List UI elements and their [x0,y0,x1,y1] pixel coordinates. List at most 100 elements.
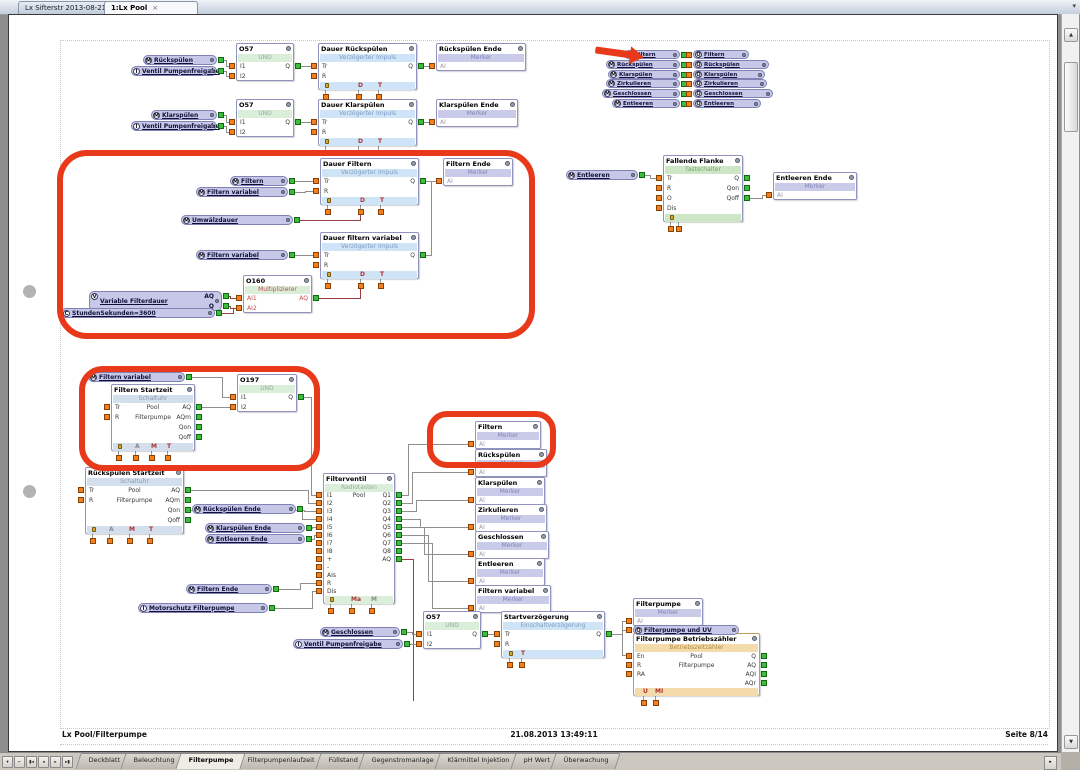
input-pin[interactable] [436,178,442,184]
input-pin[interactable] [626,652,632,659]
input-pin[interactable] [133,455,139,461]
input-pin[interactable] [78,497,84,503]
input-pin[interactable] [316,492,322,498]
output-pin[interactable] [396,556,402,562]
sheet-tab-kl-rmittel-injektion[interactable]: Klärmittel Injektion [434,753,522,769]
info-icon[interactable] [286,46,291,51]
input-pin[interactable] [468,441,474,447]
output-pin[interactable] [269,605,275,611]
output-pin[interactable] [196,404,202,410]
input-pin[interactable] [229,129,235,135]
input-pin[interactable] [468,497,474,503]
input-pin[interactable] [316,540,322,546]
input-pin[interactable] [316,556,322,562]
input-pin[interactable] [311,129,317,135]
input-pin[interactable] [104,404,110,410]
output-pin[interactable] [216,310,222,316]
input-pin[interactable] [468,524,474,530]
tab-list-dropdown-icon[interactable]: ▾ [1072,2,1076,10]
sheet-nav-button-0[interactable]: ▾ [2,756,13,768]
output-pin[interactable] [295,119,301,125]
output-pin[interactable] [185,517,191,523]
input-pin[interactable] [313,252,319,258]
output-pin[interactable] [744,195,750,201]
input-pin[interactable] [78,487,84,493]
output-pin[interactable] [223,293,229,299]
input-pin[interactable] [358,209,364,215]
input-pin[interactable] [323,94,329,100]
info-icon[interactable] [518,46,523,51]
output-pin[interactable] [298,394,304,400]
input-pin[interactable] [236,305,242,311]
output-pin[interactable] [196,434,202,440]
sheet-tab-gegenstromanlage[interactable]: Gegenstromanlage [358,753,446,769]
input-pin[interactable] [349,608,355,614]
input-pin[interactable] [316,572,322,578]
input-pin[interactable] [328,608,334,614]
input-pin[interactable] [325,283,331,289]
input-pin[interactable] [656,185,662,191]
info-icon[interactable] [387,476,392,481]
sheet-nav-button-5[interactable]: ▸▮ [62,756,73,768]
output-pin[interactable] [218,68,224,74]
input-pin[interactable] [468,578,474,584]
output-pin[interactable] [744,185,750,191]
output-pin[interactable] [297,506,303,512]
input-pin[interactable] [656,195,662,201]
input-pin[interactable] [686,71,692,78]
output-pin[interactable] [401,629,407,635]
output-pin[interactable] [420,252,426,258]
output-pin[interactable] [744,175,750,181]
input-pin[interactable] [325,209,331,215]
input-pin[interactable] [313,178,319,184]
output-pin[interactable] [218,57,224,63]
output-pin[interactable] [396,516,402,522]
output-pin[interactable] [396,508,402,514]
input-pin[interactable] [147,538,153,544]
input-pin[interactable] [311,119,317,125]
input-pin[interactable] [676,226,682,232]
input-pin[interactable] [766,192,772,198]
input-pin[interactable] [494,641,500,647]
output-pin[interactable] [295,63,301,69]
output-pin[interactable] [185,497,191,503]
output-pin[interactable] [761,679,767,686]
input-pin[interactable] [519,662,525,668]
input-pin[interactable] [229,119,235,125]
sheet-nav-button-4[interactable]: ▸ [50,756,61,768]
output-pin[interactable] [761,661,767,668]
input-pin[interactable] [686,80,692,87]
output-pin[interactable] [185,507,191,513]
input-pin[interactable] [656,175,662,181]
output-pin[interactable] [396,492,402,498]
input-pin[interactable] [626,618,632,624]
input-pin[interactable] [378,283,384,289]
input-pin[interactable] [165,455,171,461]
input-pin[interactable] [116,455,122,461]
